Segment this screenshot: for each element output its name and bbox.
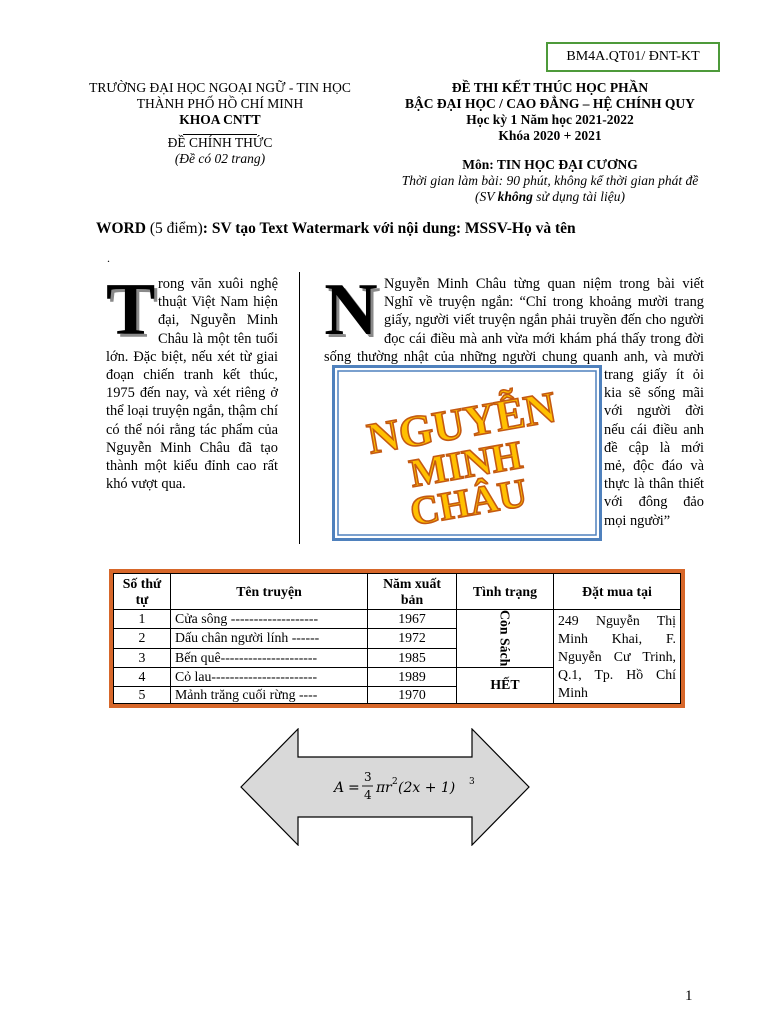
cell-status-available: Còn Sách [456, 609, 554, 668]
formula-den: 4 [364, 788, 372, 802]
cell-year: 1970 [367, 685, 457, 705]
header-right: ĐỀ THI KẾT THÚC HỌC PHẦN BẬC ĐẠI HỌC / C… [380, 80, 720, 205]
formula-r: r [385, 780, 393, 796]
cell-title: Dấu chân người lính ------ [170, 628, 368, 649]
materials-note: (SV không sử dụng tài liệu) [380, 189, 720, 205]
formula-eq: = [348, 780, 360, 796]
cell-no: 2 [113, 628, 171, 649]
cell-title: Cửa sông ------------------- [170, 608, 368, 630]
column-right-text-top: Nguyễn Minh Châu từng quan niệm trong bà… [324, 276, 704, 365]
bullet-mark: . [107, 251, 110, 265]
table-row: 5 Mảnh trăng cuối rừng ---- 1970 [113, 685, 681, 705]
question-points: (5 điểm) [145, 220, 203, 237]
cell-no: 1 [113, 608, 171, 630]
header-left: TRƯỜNG ĐẠI HỌC NGOẠI NGỮ - TIN HỌC THÀNH… [60, 80, 380, 167]
table-row: 4 Cỏ lau----------------------- 1989 HẾT [113, 666, 681, 705]
table-row: 2 Dấu chân người lính ------ 1972 [113, 628, 681, 649]
header-rule [183, 134, 257, 135]
course-year: Khóa 2020 + 2021 [498, 128, 602, 143]
page-number: 1 [685, 988, 693, 1004]
header-store: Đặt mua tại [553, 573, 681, 610]
cell-title: Mảnh trăng cuối rừng ---- [170, 685, 368, 705]
cell-title: Bến quê--------------------- [170, 647, 368, 668]
column-right-text-bottom: người chung quanh anh, và mười trang giấ… [502, 348, 704, 529]
book-table: Số thứ tự Tên truyện Năm xuất bản Tình t… [113, 573, 681, 705]
wordart-frame: NGUYỄN MINH CHÂU [332, 365, 602, 541]
formula-r-exp: 2 [392, 777, 398, 787]
cell-no: 4 [113, 666, 171, 687]
table-row: 3 Bến quê--------------------- 1985 [113, 647, 681, 668]
pages-note: (Đề có 02 trang) [174, 151, 266, 166]
cell-year: 1972 [367, 628, 457, 649]
column-divider [299, 272, 300, 544]
cell-store: 249 Nguyễn Thị Minh Khai, F. Nguyễn Cư T… [553, 609, 681, 704]
question-label: WORD [96, 220, 146, 237]
double-arrow-icon [240, 728, 530, 846]
formula-paren-exp: 3 [469, 777, 475, 787]
cell-status-soldout: HẾT [456, 666, 554, 705]
cell-no: 3 [113, 647, 171, 668]
official-label: ĐỀ CHÍNH THỨC [167, 135, 273, 150]
exam-time: Thời gian làm bài: 90 phút, không kể thờ… [401, 173, 699, 188]
university-name: TRƯỜNG ĐẠI HỌC NGOẠI NGỮ - TIN HỌC [89, 80, 351, 95]
cell-title: Cỏ lau----------------------- [170, 666, 368, 687]
document-code: BM4A.QT01/ ĐNT-KT [546, 42, 720, 72]
cell-year: 1967 [367, 608, 457, 630]
book-table-frame: Số thứ tự Tên truyện Năm xuất bản Tình t… [109, 569, 685, 708]
dropcap-n: N [324, 269, 378, 351]
column-right: N Nguyễn Minh Châu từng quan niệm trong … [324, 269, 704, 530]
column-left: T rong văn xuôi nghệ thuật Việt Nam hiện… [106, 269, 278, 493]
column-left-text: rong văn xuôi nghệ thuật Việt Nam hiện đ… [106, 276, 278, 493]
cell-year: 1989 [367, 666, 457, 687]
question-text: : SV tạo Text Watermark với nội dung: MS… [202, 220, 576, 237]
formula-paren: (2x + 1) [398, 780, 455, 796]
cell-year: 1985 [367, 647, 457, 668]
question-line: WORD (5 điểm): SV tạo Text Watermark với… [96, 220, 576, 238]
city-name: THÀNH PHỐ HỒ CHÍ MINH [136, 96, 304, 111]
double-arrow-shape: A = 3 4 π r 2 (2x + 1) 3 [240, 728, 530, 846]
materials-bold: không [497, 189, 533, 204]
status-available-text: Còn Sách [497, 610, 513, 667]
formula-num: 3 [364, 770, 372, 784]
table-header-row: Số thứ tự Tên truyện Năm xuất bản Tình t… [113, 573, 681, 610]
table-row: 1 Cửa sông ------------------- 1967 Còn … [113, 608, 681, 704]
header-year: Năm xuất bản [367, 573, 457, 610]
semester: Học kỳ 1 Năm học 2021-2022 [466, 112, 634, 127]
header-status: Tình trạng [456, 573, 554, 610]
materials-pre: (SV [474, 189, 498, 204]
faculty-name: KHOA CNTT [179, 112, 261, 127]
exam-title: ĐỀ THI KẾT THÚC HỌC PHẦN [451, 80, 649, 95]
cell-no: 5 [113, 685, 171, 705]
header-no: Số thứ tự [113, 573, 171, 610]
dropcap-t: T [106, 269, 156, 351]
formula-lhs: A [332, 780, 344, 796]
formula-pi: π [375, 780, 386, 796]
formula: A = 3 4 π r 2 (2x + 1) 3 [332, 770, 475, 802]
education-level: BẬC ĐẠI HỌC / CAO ĐẲNG – HỆ CHÍNH QUY [405, 96, 695, 111]
header-title: Tên truyện [170, 573, 368, 610]
materials-post: sử dụng tài liệu) [532, 189, 625, 204]
subject: Môn: TIN HỌC ĐẠI CƯƠNG [462, 157, 638, 172]
